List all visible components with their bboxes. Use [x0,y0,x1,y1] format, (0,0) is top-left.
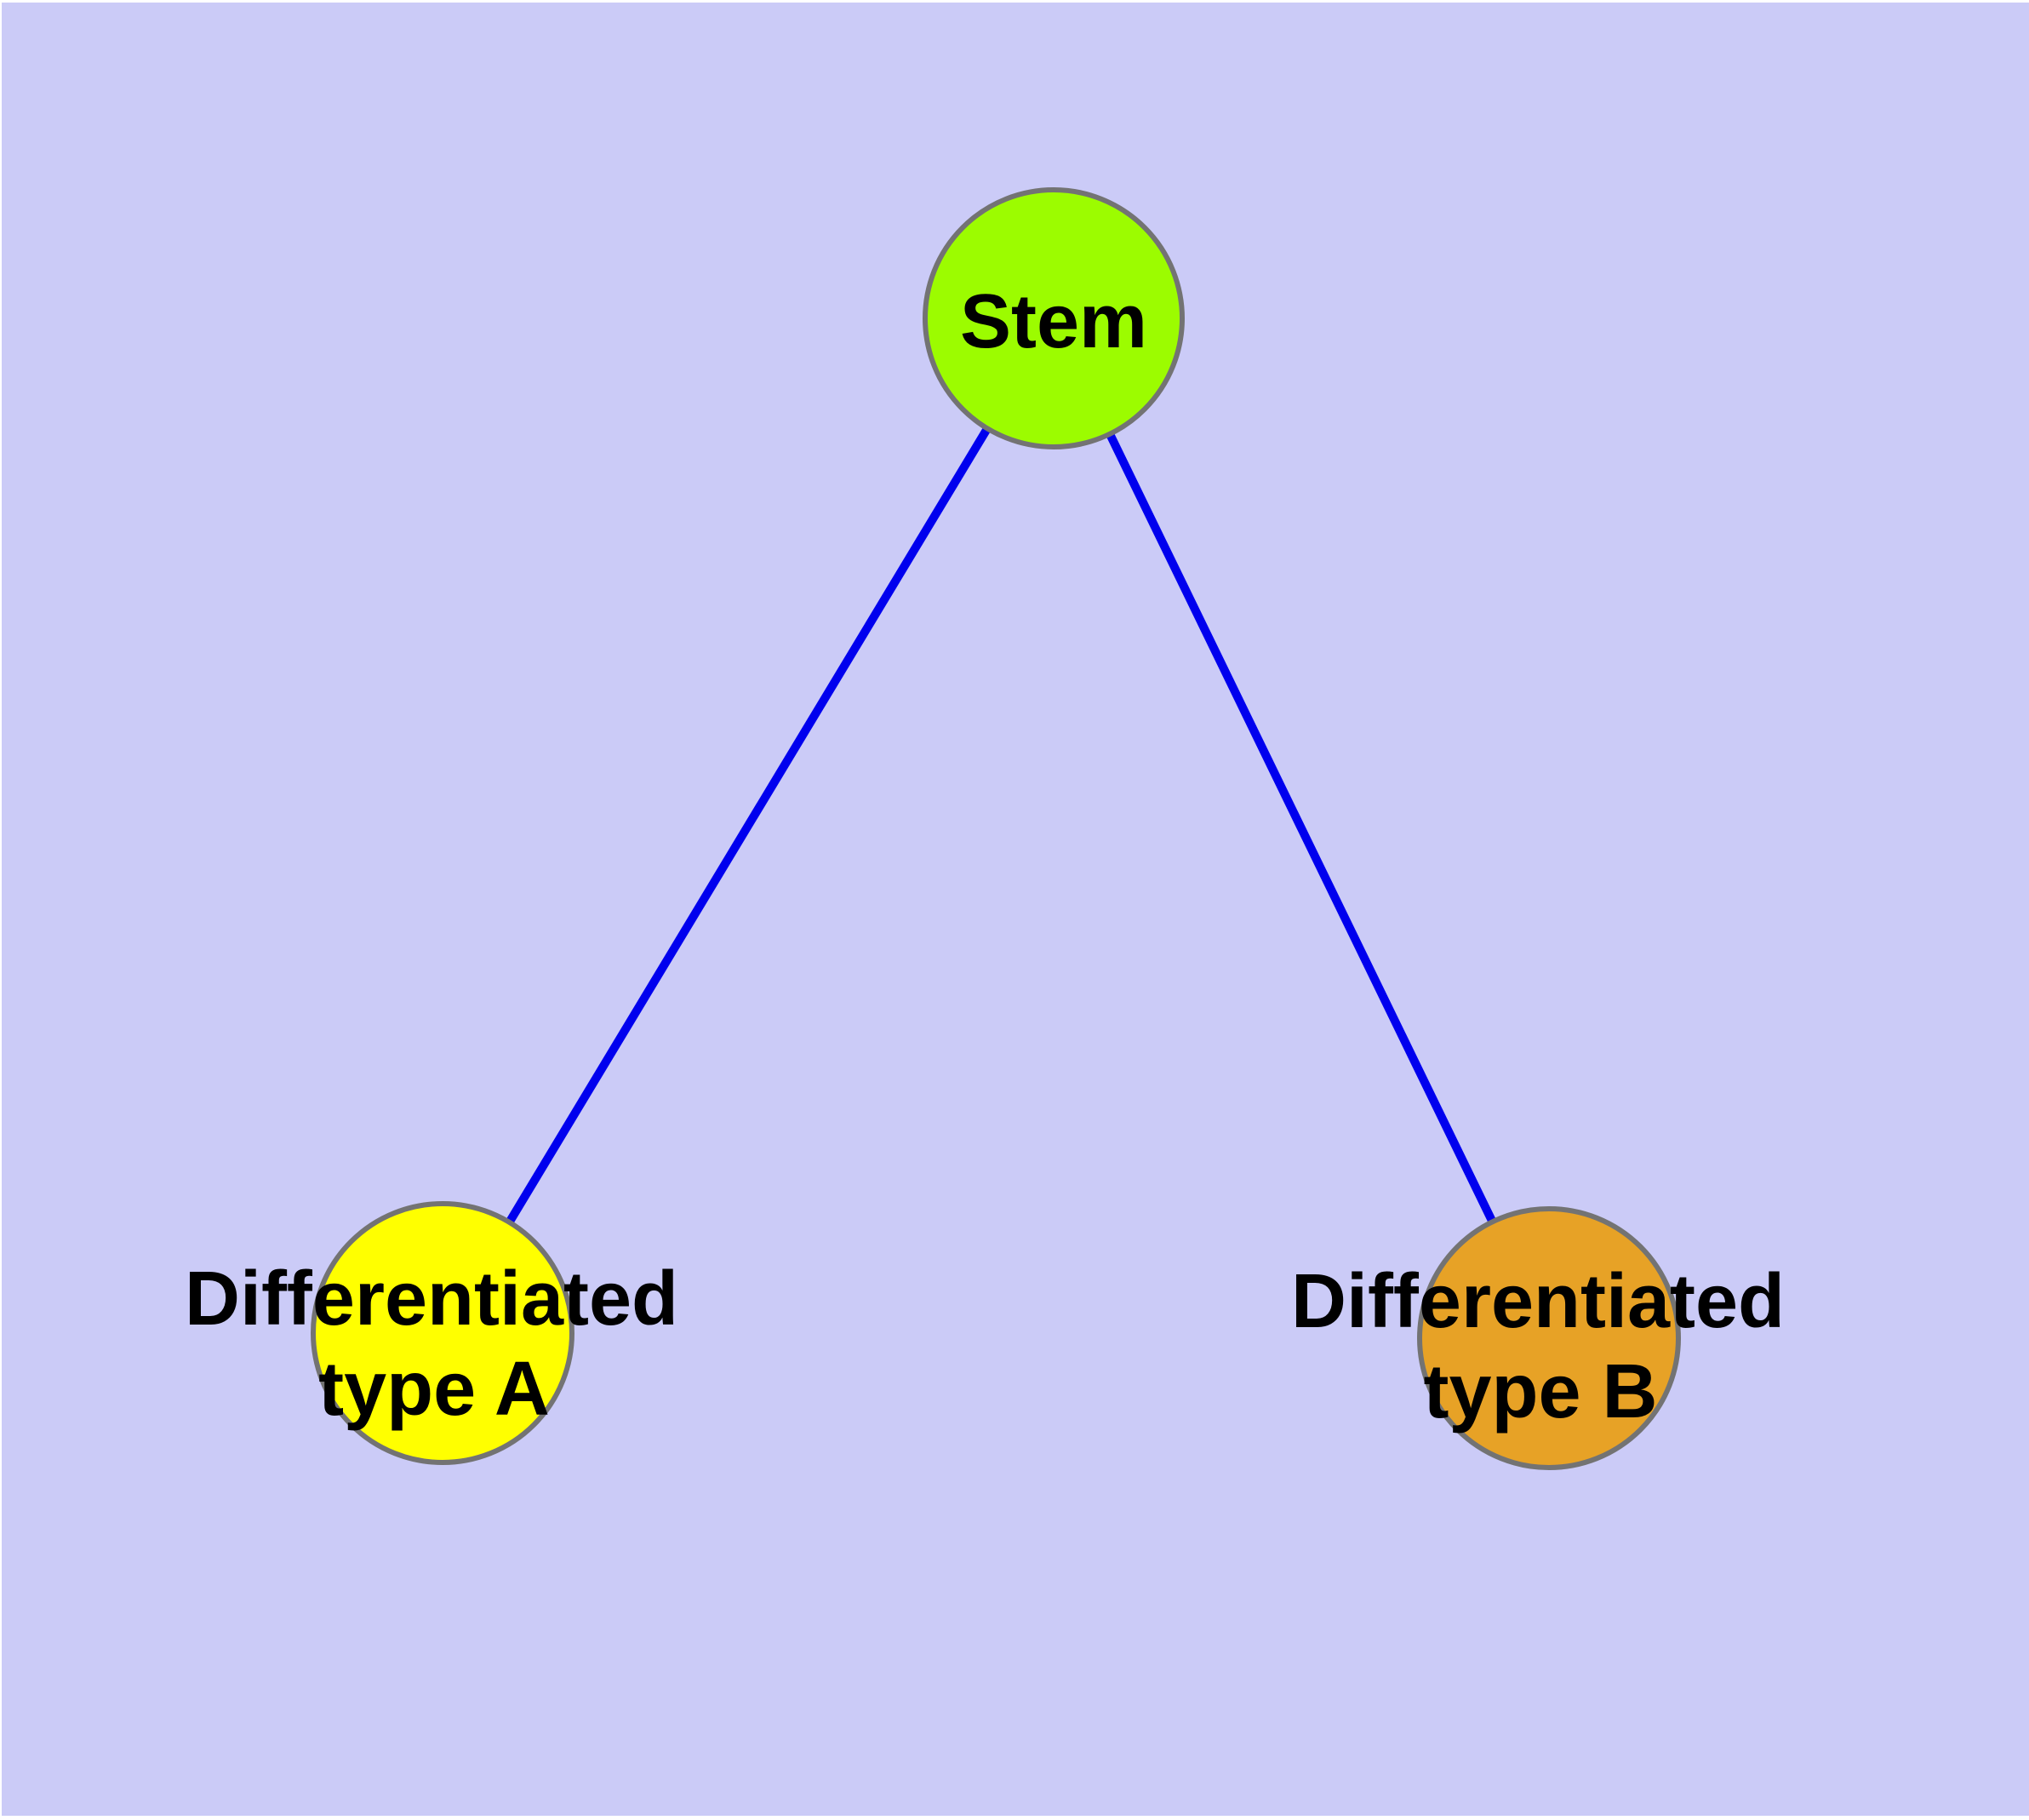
node-type-b-label-line1: Differentiated [1291,1259,1785,1344]
node-stem [923,187,1185,449]
edge-stem-to-type-a [438,316,1058,1336]
node-type-a-label-line1: Differentiated [185,1256,678,1342]
node-type-b-label-line2: type B [1423,1349,1657,1434]
edge-stem-to-type-b [1049,316,1553,1341]
node-type-a-label-line2: type A [318,1347,550,1432]
node-stem-label: Stem [960,279,1147,364]
node-differentiated-type-a [311,1201,574,1465]
node-differentiated-type-b [1417,1206,1681,1470]
